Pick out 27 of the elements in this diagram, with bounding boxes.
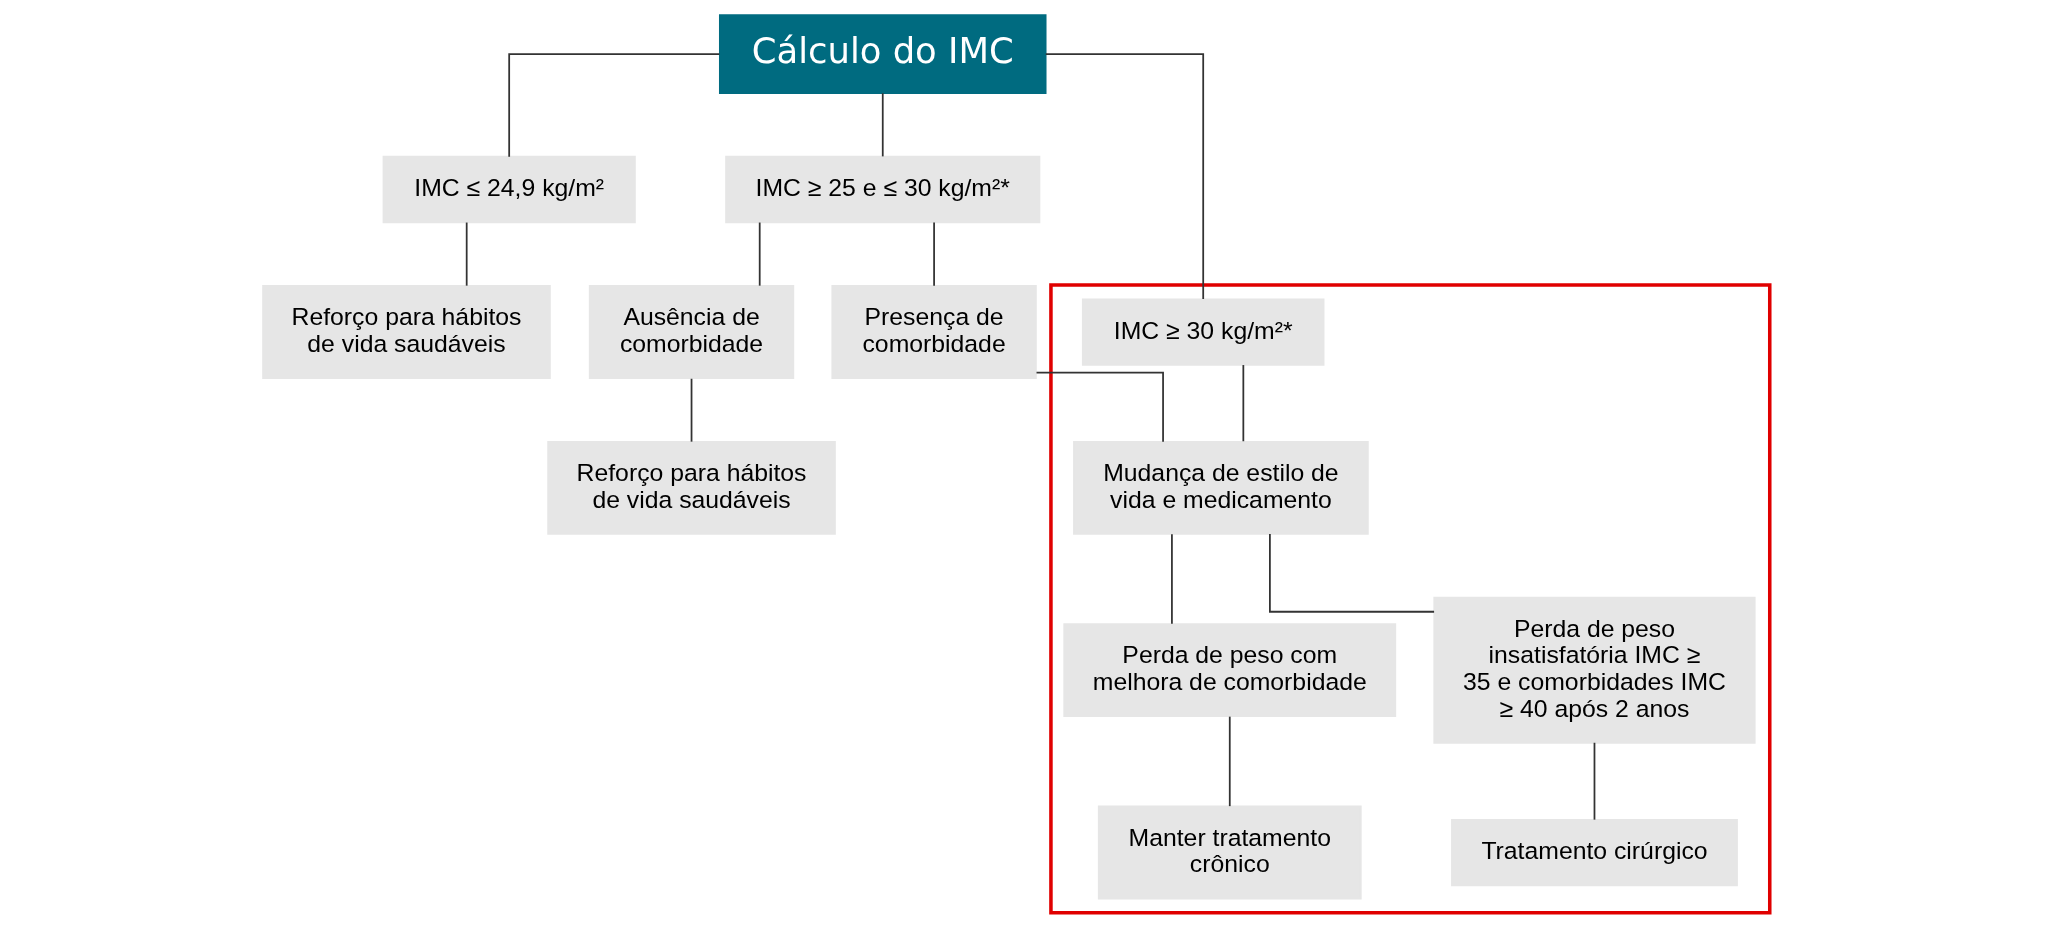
connector <box>508 53 721 158</box>
connector <box>690 377 693 443</box>
node-box: Reforço para hábitos de vida saudáveis <box>547 440 836 535</box>
connector <box>1242 364 1245 443</box>
connector <box>933 221 935 287</box>
node-box: Cálculo do IMC <box>718 14 1047 94</box>
connector <box>1593 741 1596 821</box>
connector <box>1171 533 1173 625</box>
connector <box>465 221 468 287</box>
node-box: IMC ≥ 25 e ≤ 30 kg/m²* <box>725 155 1041 224</box>
node-box: Manter tratamento crônico <box>1097 805 1362 900</box>
connector <box>1269 533 1435 613</box>
node-box: Presença de comorbidade <box>831 285 1037 379</box>
connector <box>1035 371 1164 443</box>
connector <box>758 221 761 287</box>
connector <box>881 92 884 158</box>
node-box: Reforço para hábitos de vida saudáveis <box>262 285 551 379</box>
cluster <box>1049 283 1772 915</box>
node-box: IMC ≤ 24,9 kg/m² <box>382 155 636 224</box>
node-box: Perda de peso com melhora de comorbidade <box>1063 623 1397 718</box>
connector <box>1044 53 1205 300</box>
node-box: Ausência de comorbidade <box>588 285 795 379</box>
node-box: IMC ≥ 30 kg/m²* <box>1081 298 1325 366</box>
node-box: Tratamento cirúrgico <box>1451 818 1738 887</box>
node-box: Perda de peso insatisfatória IMC ≥ 35 e comorbidades IMC ≥ 40 após 2 anos <box>1433 596 1756 744</box>
connector <box>1228 715 1231 807</box>
node-box: Mudança de estilo de vida e medicamento <box>1073 440 1369 535</box>
